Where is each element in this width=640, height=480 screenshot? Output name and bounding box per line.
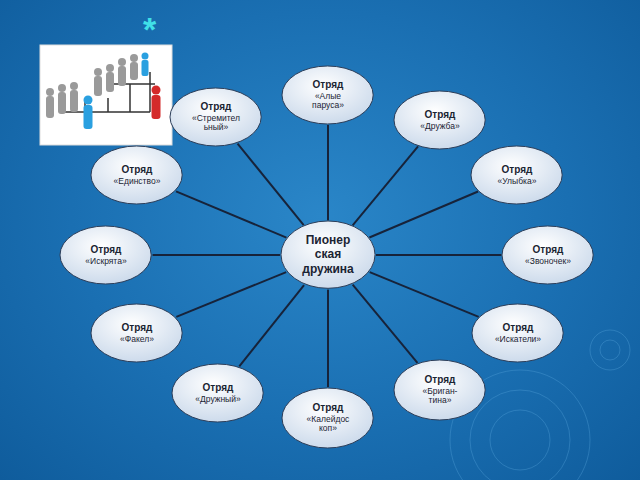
node-text: Отряд«Звоночек» bbox=[518, 244, 578, 266]
ellipse bbox=[91, 146, 182, 204]
unit-ellipse: Отряд«Дружба» bbox=[393, 90, 486, 150]
unit-ellipse: Отряд«Единство» bbox=[90, 145, 183, 205]
ellipse bbox=[172, 364, 263, 422]
unit-heading: Отряд bbox=[487, 164, 547, 176]
ellipse bbox=[282, 66, 373, 124]
ellipse-outline bbox=[471, 303, 564, 363]
unit-name: Пионер ская дружина bbox=[297, 233, 359, 276]
ellipse bbox=[170, 88, 261, 146]
center-ellipse: Пионер ская дружина bbox=[280, 220, 376, 289]
spoke-line bbox=[353, 285, 418, 363]
ellipse bbox=[281, 221, 375, 288]
ellipse-outline bbox=[501, 225, 594, 285]
node-text: Пионер ская дружина bbox=[297, 233, 359, 276]
node-text: Отряд«Улыбка» bbox=[487, 164, 547, 186]
unit-name: «Дружный» bbox=[188, 394, 248, 404]
unit-name: «Дружба» bbox=[410, 121, 470, 131]
unit-ellipse: Отряд«Калейдос коп» bbox=[281, 387, 374, 449]
ellipse bbox=[282, 388, 373, 448]
node-text: Отряд«Искрята» bbox=[76, 244, 136, 266]
unit-heading: Отряд bbox=[410, 374, 470, 386]
unit-ellipse: Отряд«Стремител ьный» bbox=[169, 87, 262, 147]
unit-name: «Искрята» bbox=[76, 256, 136, 266]
spoke-line bbox=[370, 272, 479, 317]
spoke-line bbox=[327, 290, 329, 387]
unit-name: «Звоночек» bbox=[518, 256, 578, 266]
spoke-line bbox=[376, 254, 501, 256]
spoke-line bbox=[176, 191, 286, 237]
unit-ellipse: Отряд«Искрята» bbox=[59, 225, 152, 285]
ellipse bbox=[472, 304, 563, 362]
spoke-line bbox=[369, 191, 478, 237]
unit-ellipse: Отряд«Дружный» bbox=[171, 363, 264, 423]
unit-ellipse: Отряд«Звоночек» bbox=[501, 225, 594, 285]
spoke-line bbox=[353, 146, 418, 225]
unit-name: «Искатели» bbox=[488, 334, 548, 344]
spoke-line bbox=[176, 272, 286, 317]
node-text: Отряд«Калейдос коп» bbox=[298, 402, 358, 434]
node-text: Отряд«Дружный» bbox=[188, 382, 248, 404]
spoke-line bbox=[327, 125, 329, 220]
unit-ellipse: Отряд«Искатели» bbox=[471, 303, 564, 363]
unit-ellipse: Отряд«Бриган- тина» bbox=[393, 359, 486, 421]
ellipse-outline bbox=[470, 145, 563, 205]
unit-heading: Отряд bbox=[107, 322, 167, 334]
unit-ellipse: Отряд«Улыбка» bbox=[470, 145, 563, 205]
unit-name: «Стремител ьный» bbox=[186, 113, 246, 133]
node-text: Отряд«Единство» bbox=[107, 164, 167, 186]
spoke-line bbox=[238, 144, 304, 226]
unit-name: «Алые паруса» bbox=[298, 91, 358, 111]
ellipse bbox=[91, 304, 182, 362]
ellipse-outline bbox=[171, 363, 264, 423]
decor-asterisk: * bbox=[143, 10, 156, 49]
unit-ellipse: Отряд«Факел» bbox=[90, 303, 183, 363]
unit-heading: Отряд bbox=[188, 382, 248, 394]
ellipse-outline bbox=[90, 145, 183, 205]
unit-heading: Отряд bbox=[186, 101, 246, 113]
unit-ellipse: Отряд«Алые паруса» bbox=[281, 65, 374, 125]
ellipse bbox=[394, 360, 485, 420]
node-text: Отряд«Стремител ьный» bbox=[186, 101, 246, 133]
ellipse bbox=[502, 226, 593, 284]
ellipse-outline bbox=[393, 90, 486, 150]
node-text: Отряд«Дружба» bbox=[410, 109, 470, 131]
ellipse bbox=[60, 226, 151, 284]
unit-heading: Отряд bbox=[488, 322, 548, 334]
unit-heading: Отряд bbox=[518, 244, 578, 256]
spoke-line bbox=[153, 254, 280, 256]
ellipse-outline bbox=[59, 225, 152, 285]
node-text: Отряд«Алые паруса» bbox=[298, 79, 358, 111]
spoke-line bbox=[239, 285, 304, 366]
unit-heading: Отряд bbox=[298, 402, 358, 414]
unit-name: «Бриган- тина» bbox=[410, 386, 470, 406]
unit-heading: Отряд bbox=[298, 79, 358, 91]
ellipse-outline bbox=[90, 303, 183, 363]
unit-heading: Отряд bbox=[410, 109, 470, 121]
unit-name: «Улыбка» bbox=[487, 176, 547, 186]
people-illustration bbox=[40, 45, 172, 145]
unit-heading: Отряд bbox=[76, 244, 136, 256]
node-text: Отряд«Факел» bbox=[107, 322, 167, 344]
unit-heading: Отряд bbox=[107, 164, 167, 176]
node-text: Отряд«Бриган- тина» bbox=[410, 374, 470, 406]
ellipse bbox=[394, 91, 485, 149]
unit-name: «Единство» bbox=[107, 176, 167, 186]
unit-name: «Факел» bbox=[107, 334, 167, 344]
ellipse bbox=[471, 146, 562, 204]
unit-name: «Калейдос коп» bbox=[298, 414, 358, 434]
node-text: Отряд«Искатели» bbox=[488, 322, 548, 344]
